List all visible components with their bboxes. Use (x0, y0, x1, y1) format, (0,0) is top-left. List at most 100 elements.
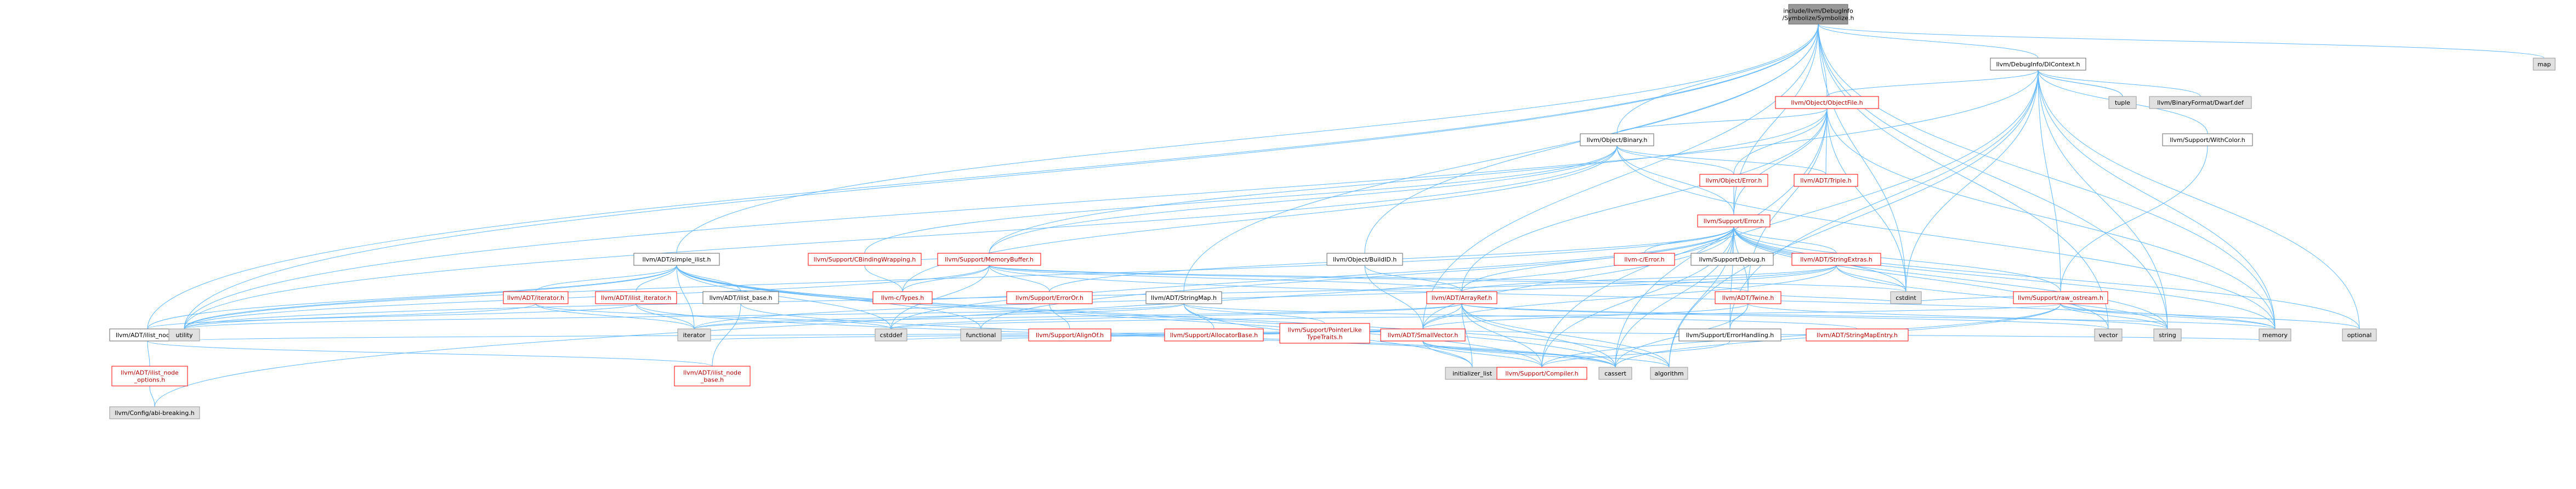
node-label: llvm/Support/CBindingWrapping.h (814, 256, 916, 263)
node-stringextras[interactable]: llvm/ADT/StringExtras.h (1791, 253, 1881, 266)
node-initlist[interactable]: initializer_list (1445, 367, 1500, 380)
node-algorithm[interactable]: algorithm (1650, 367, 1688, 380)
edge-memorybuffer-to-ctypes (902, 265, 990, 292)
edge-smallvector-to-algorithm (1422, 340, 1670, 368)
edge-smallvector-to-initlist (1422, 340, 1473, 368)
node-box (1890, 291, 1922, 304)
node-label: llvm/DebugInfo/DIContext.h (1996, 61, 2080, 68)
node-ilistbase[interactable]: llvm/ADT/ilist_base.h (702, 291, 779, 304)
edge-root-to-binary (1616, 24, 1819, 134)
node-label: algorithm (1654, 370, 1683, 377)
edge-stringmap-to-iteratorstd (694, 303, 1184, 329)
node-objectfile[interactable]: llvm/Object/ObjectFile.h (1775, 96, 1879, 109)
node-map[interactable]: map (2533, 58, 2556, 71)
node-twine[interactable]: llvm/ADT/Twine.h (1715, 291, 1781, 304)
node-binary[interactable]: llvm/Object/Binary.h (1580, 133, 1654, 146)
node-optional[interactable]: optional (2342, 328, 2377, 342)
node-vector[interactable]: vector (2094, 328, 2123, 342)
node-allocbase[interactable]: llvm/Support/AllocatorBase.h (1164, 328, 1264, 342)
node-label: cassert (1604, 370, 1627, 377)
node-box (2342, 328, 2377, 342)
node-objerror[interactable]: llvm/Object/Error.h (1699, 174, 1768, 187)
node-cerror[interactable]: llvm-c/Error.h (1614, 253, 1675, 266)
node-triple[interactable]: llvm/ADT/Triple.h (1794, 174, 1858, 187)
node-compiler[interactable]: llvm/Support/Compiler.h (1496, 367, 1587, 380)
node-dwarfdef[interactable]: llvm/BinaryFormat/Dwarf.def (2149, 96, 2252, 109)
node-label: llvm/ADT/ilist_iterator.h (601, 294, 672, 302)
node-functional[interactable]: functional (960, 328, 1002, 342)
node-cstdint[interactable]: cstdint (1890, 291, 1922, 304)
edge-supporterror-to-optional (1733, 226, 2360, 329)
node-cassert[interactable]: cassert (1598, 367, 1632, 380)
edge-simplelist-to-cstddef (676, 265, 892, 329)
header-nodes: include/llvm/DebugInfo/Symbolize/Symboli… (109, 4, 2556, 419)
node-label: llvm/Support/WithColor.h (2170, 137, 2245, 144)
edge-stringextras-to-smallvector (1422, 265, 1837, 329)
node-stringmap[interactable]: llvm/ADT/StringMap.h (1145, 291, 1222, 304)
node-dicontext[interactable]: llvm/DebugInfo/DIContext.h (1990, 58, 2086, 71)
node-errhandling[interactable]: llvm/Support/ErrorHandling.h (1678, 328, 1781, 342)
node-simplelist[interactable]: llvm/ADT/simple_ilist.h (633, 253, 720, 266)
edge-root-to-string (1818, 24, 2168, 329)
node-label: llvm/Support/Compiler.h (1505, 370, 1578, 377)
node-label: memory (2262, 332, 2288, 339)
node-ilistnodeopts[interactable]: llvm/ADT/ilist_node_options.h (111, 366, 188, 386)
node-box (1145, 291, 1222, 304)
node-root[interactable]: include/llvm/DebugInfo/Symbolize/Symboli… (1782, 4, 1854, 25)
edge-supporterror-to-smallvector (1422, 226, 1734, 329)
node-alignof[interactable]: llvm/Support/AlignOf.h (1028, 328, 1111, 342)
node-label: _options.h (134, 377, 166, 384)
node-iterator[interactable]: llvm/ADT/iterator.h (503, 291, 569, 304)
node-box (503, 291, 569, 304)
edge-dicontext-to-objectfile (1826, 70, 2039, 97)
node-stringmapentry[interactable]: llvm/ADT/StringMapEntry.h (1806, 328, 1909, 342)
node-smallvector[interactable]: llvm/ADT/SmallVector.h (1380, 328, 1466, 342)
node-arrayref[interactable]: llvm/ADT/ArrayRef.h (1426, 291, 1497, 304)
node-cstddef[interactable]: cstddef (875, 328, 907, 342)
edge-smallvector-to-compiler (1422, 340, 1542, 368)
node-ilistiter[interactable]: llvm/ADT/ilist_iterator.h (595, 291, 677, 304)
node-memorybuffer[interactable]: llvm/Support/MemoryBuffer.h (937, 253, 1041, 266)
node-utility[interactable]: utility (168, 328, 200, 342)
node-ctypes[interactable]: llvm-c/Types.h (872, 291, 933, 304)
node-debug[interactable]: llvm/Support/Debug.h (1690, 253, 1774, 266)
node-label: llvm/Support/AlignOf.h (1036, 332, 1104, 339)
node-rawostream[interactable]: llvm/Support/raw_ostream.h (2013, 291, 2108, 304)
node-cbinding[interactable]: llvm/Support/CBindingWrapping.h (808, 253, 922, 266)
edge-simplelist-to-iterator (535, 265, 677, 292)
node-label: string (2159, 332, 2176, 339)
node-box (2259, 328, 2291, 342)
node-iteratorstd[interactable]: iterator (677, 328, 711, 342)
node-label: llvm/ADT/iterator.h (507, 294, 564, 302)
node-label: llvm-c/Error.h (1624, 256, 1664, 263)
node-withcolor[interactable]: llvm/Support/WithColor.h (2162, 133, 2253, 146)
node-box (1788, 4, 1848, 25)
node-label: llvm/Support/MemoryBuffer.h (945, 256, 1034, 263)
edge-dicontext-to-string (2038, 70, 2168, 329)
node-label: utility (175, 332, 193, 339)
node-box (674, 366, 751, 386)
node-errorOr[interactable]: llvm/Support/ErrorOr.h (1006, 291, 1093, 304)
node-box (595, 291, 677, 304)
node-buildid[interactable]: llvm/Object/BuildID.h (1326, 253, 1403, 266)
node-box (2149, 96, 2252, 109)
node-ilistnodebase[interactable]: llvm/ADT/ilist_node_base.h (674, 366, 751, 386)
edge-rawostream-to-string (2060, 303, 2168, 329)
node-memory[interactable]: memory (2259, 328, 2291, 342)
node-tuple[interactable]: tuple (2108, 96, 2137, 109)
node-label: llvm/Support/raw_ostream.h (2018, 294, 2103, 302)
node-label: llvm/Object/BuildID.h (1333, 256, 1397, 263)
node-label: _base.h (700, 377, 724, 384)
node-label: llvm/ADT/ilist_node (121, 369, 179, 377)
node-string[interactable]: string (2153, 328, 2182, 342)
node-ilistnode[interactable]: llvm/ADT/ilist_node.h (109, 328, 186, 342)
edge-objectfile-to-cstdint (1826, 108, 1907, 292)
edge-rawostream-to-cstddef (890, 303, 2061, 329)
node-box (1164, 328, 1264, 342)
node-label: llvm/ADT/SmallVector.h (1388, 332, 1459, 339)
edge-supporterror-to-vector (1733, 226, 2109, 329)
node-supporterror[interactable]: llvm/Support/Error.h (1697, 214, 1771, 228)
node-abibreaking[interactable]: llvm/Config/abi-breaking.h (109, 406, 200, 419)
edge-stringmap-to-utility (184, 303, 1184, 329)
